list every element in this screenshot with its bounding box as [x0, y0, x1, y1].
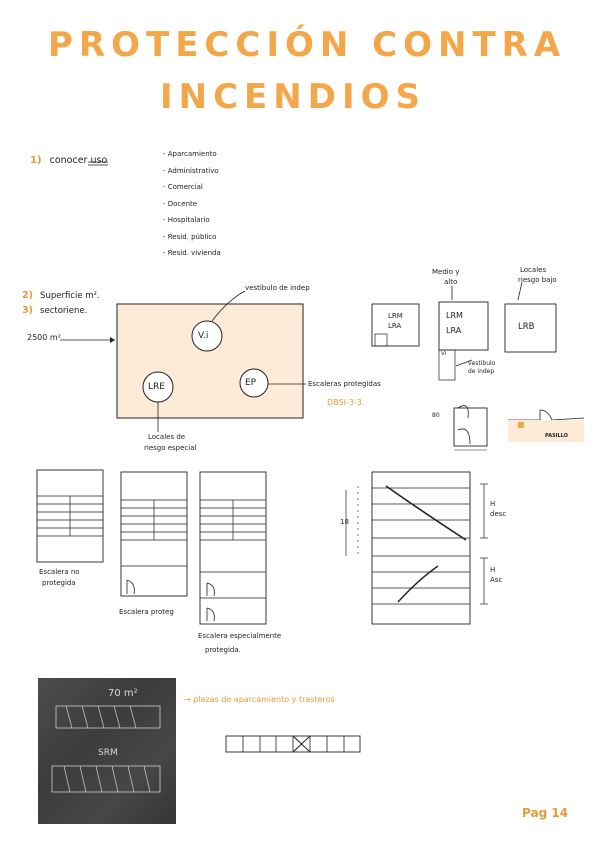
stair1-label-1: Escalera no	[39, 568, 80, 576]
vestibulo-small-2: de indep	[468, 368, 495, 375]
section3-label: sectoriene.	[40, 306, 88, 316]
bajo-label-1: Locales	[520, 266, 547, 274]
vi-label: V.i	[198, 331, 209, 341]
h-desc-2: desc	[490, 510, 507, 518]
section1-number: 1)	[30, 155, 42, 166]
use-item: - Comercial	[163, 183, 203, 191]
dim-80: 80	[432, 412, 440, 419]
box2-lra: LRA	[446, 326, 462, 335]
stair2-label: Escalera proteg	[119, 608, 174, 616]
section2-label: Superficie m².	[40, 291, 100, 301]
medio-label-1: Medio y	[432, 268, 460, 276]
section1: 1) conocer uso	[30, 148, 107, 167]
h-asc-1: H	[490, 566, 496, 574]
pasillo-label: PASILLO	[545, 433, 568, 439]
use-item: - Administrativo	[163, 166, 219, 175]
bajo-label-2: riesgo bajo	[518, 276, 557, 284]
stair3-label-1: Escalera especialmente	[198, 632, 282, 640]
use-item: - Resid. vivienda	[163, 249, 221, 257]
photo-srm-label: SRM	[98, 748, 118, 758]
section3-number: 3)	[22, 305, 33, 316]
parking-link-label: → plazas de aparcamiento y trasteros	[184, 695, 335, 704]
box2-lrm: LRM	[446, 311, 463, 320]
box3-lrb: LRB	[518, 322, 535, 332]
section1-label: conocer uso	[49, 155, 108, 166]
blackboard-photo: 70 m² SRM	[38, 678, 176, 824]
escaleras-label: Escaleras protegidas	[308, 380, 381, 388]
page-title-line1: PROTECCIÓN CONTRA	[48, 25, 567, 65]
use-item: - Aparcamiento	[163, 150, 217, 158]
box1-lrm: LRM	[388, 312, 403, 320]
use-item: - Docente	[163, 199, 198, 208]
blackboard-sketch	[51, 705, 161, 793]
vestibulo-label: vestibulo de indep	[245, 284, 310, 292]
vi-small: Vi	[441, 351, 447, 357]
uses-list: - Aparcamiento - Administrativo - Comerc…	[163, 150, 221, 266]
h-asc-2: Asc	[490, 576, 503, 584]
lre-label: LRE	[148, 382, 165, 392]
medio-label-2: alto	[444, 278, 458, 286]
ep-label: EP	[245, 378, 257, 388]
use-item: - Hospitalario	[163, 216, 210, 224]
stair1-label-2: protegida	[42, 579, 76, 587]
section2: 2) Superficie m².	[22, 283, 100, 302]
box1-lra: LRA	[388, 322, 402, 330]
stair3-label-2: protegida.	[205, 646, 241, 654]
use-item: - Resid. público	[163, 232, 217, 241]
section2-number: 2)	[22, 290, 33, 301]
h-desc-1: H	[490, 500, 496, 508]
vestibulo-small-1: vestibulo	[468, 360, 496, 367]
page-title-line2: INCENDIOS	[160, 77, 427, 117]
photo-area-label: 70 m²	[108, 688, 138, 699]
h18-label: 18	[340, 518, 349, 526]
area-label: 2500 m²	[27, 333, 61, 342]
page-number: Pag 14	[522, 806, 569, 820]
dbsi-label: DBSI-3-3.	[327, 398, 365, 407]
locales-label-1: Locales de	[148, 433, 186, 441]
locales-label-2: riesgo especial	[144, 444, 197, 452]
section3: 3) sectoriene.	[22, 298, 87, 317]
